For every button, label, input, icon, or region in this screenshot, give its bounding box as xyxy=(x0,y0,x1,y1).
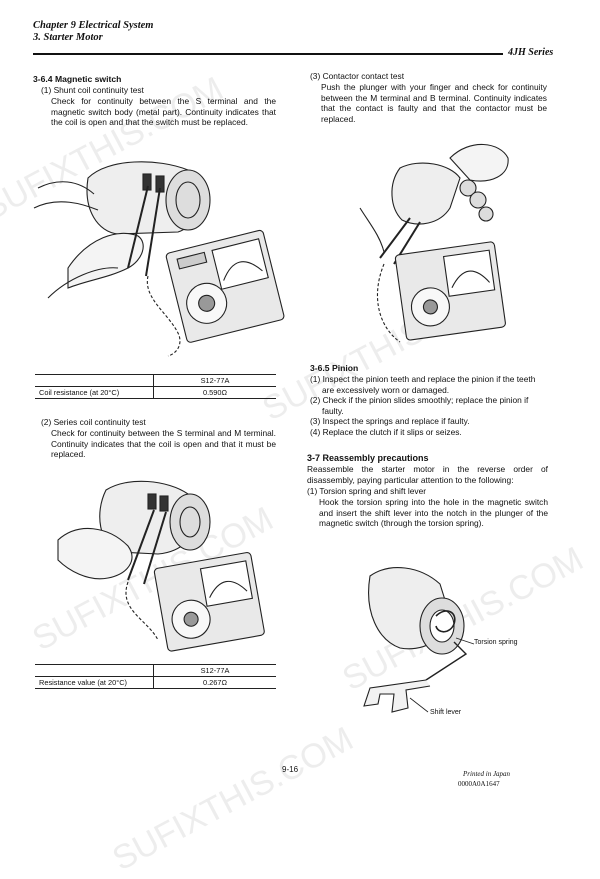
table-coil-resistance: S12-77A Coil resistance (at 20°C) 0.590Ω xyxy=(35,374,276,399)
heading-reassembly: 3-7 Reassembly precautions xyxy=(307,453,429,463)
printed-in-japan: Printed in Japan xyxy=(463,770,511,778)
item3-body: Push the plunger with your finger and ch… xyxy=(321,82,547,124)
figure-shunt-coil-test xyxy=(33,161,285,357)
chapter-title: Chapter 9 Electrical System xyxy=(33,20,154,31)
watermark: SUFIXTHIS.COM xyxy=(106,719,360,879)
pinion-item: (1) Inspect the pinion teeth and replace… xyxy=(310,374,536,395)
figure-contactor-test xyxy=(359,143,509,343)
heading-magnetic-switch: 3-6.4 Magnetic switch xyxy=(33,74,122,84)
page-number: 9-16 xyxy=(282,765,299,774)
pinion-item: (4) Replace the clutch if it slips or se… xyxy=(310,426,462,437)
header-rule xyxy=(33,53,503,55)
pinion-item: (2) Check if the pinion slides smoothly;… xyxy=(310,395,529,416)
table1-value: 0.590Ω xyxy=(153,386,276,399)
item2-title: (2) Series coil continuity test xyxy=(41,417,146,427)
reassembly-item1-title: (1) Torsion spring and shift lever xyxy=(307,486,427,496)
figure-torsion-spring xyxy=(363,567,475,713)
pinion-item: (3) Inspect the springs and replace if f… xyxy=(310,416,470,427)
pinion-list: (1) Inspect the pinion teeth and replace… xyxy=(310,374,548,438)
item3-title: (3) Contactor contact test xyxy=(310,71,405,81)
table2-value: 0.267Ω xyxy=(153,676,276,689)
item2-body: Check for continuity between the S termi… xyxy=(51,428,276,460)
label-shift-lever: Shift lever xyxy=(430,709,462,716)
document-code: 0000A0A1647 xyxy=(458,780,500,788)
item1-title: (1) Shunt coil continuity test xyxy=(41,85,144,95)
heading-pinion: 3-6.5 Pinion xyxy=(310,363,359,373)
item1-body: Check for continuity between the S termi… xyxy=(51,96,276,128)
table-resistance-value: S12-77A Resistance value (at 20°C) 0.267… xyxy=(35,664,276,689)
reassembly-item1-body: Hook the torsion spring into the hole in… xyxy=(319,497,548,529)
label-torsion-spring: Torsion spring xyxy=(474,639,518,646)
table1-header: S12-77A xyxy=(153,374,276,387)
table2-header: S12-77A xyxy=(153,664,276,677)
reassembly-intro: Reassemble the starter motor in the reve… xyxy=(307,464,548,485)
table2-row-label: Resistance value (at 20°C) xyxy=(35,676,154,689)
page-header: Chapter 9 Electrical System 3. Starter M… xyxy=(33,20,153,44)
figure-series-coil-test xyxy=(57,480,265,652)
section-title: 3. Starter Motor xyxy=(33,32,103,43)
series-label: 4JH Series xyxy=(508,47,554,58)
table1-row-label: Coil resistance (at 20°C) xyxy=(35,386,154,399)
